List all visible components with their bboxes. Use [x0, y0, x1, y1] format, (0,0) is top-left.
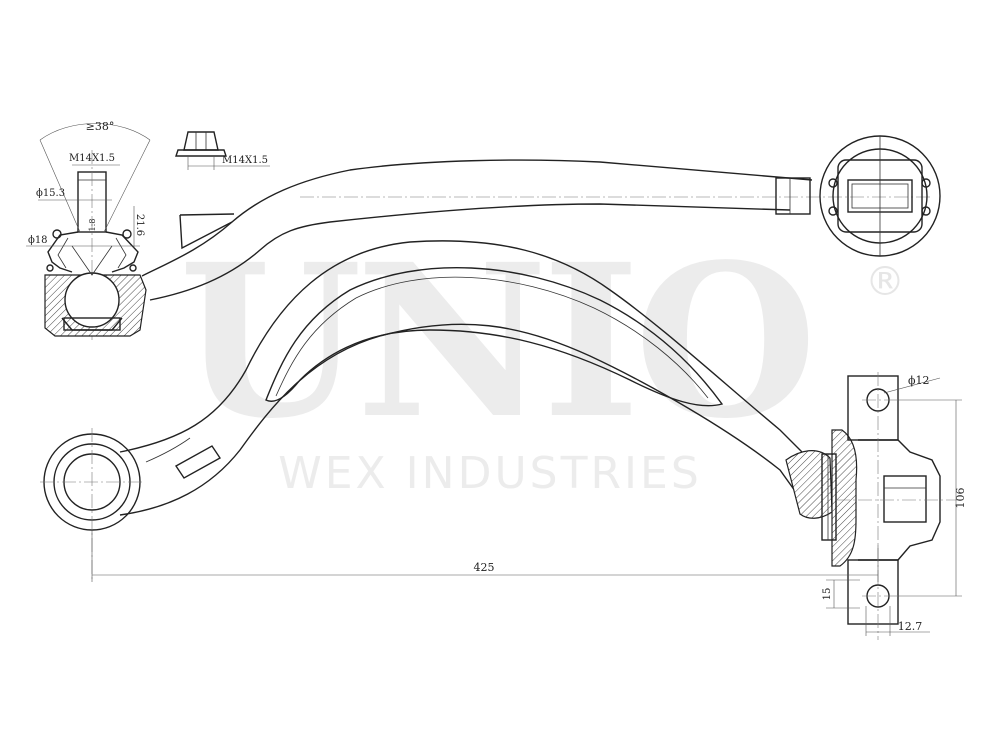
watermark-tagline: WEX INDUSTRIES [278, 448, 702, 499]
dim-taper: 1:8 [88, 219, 97, 232]
watermark-registered: ® [865, 259, 905, 305]
dim-dia-12: ϕ12 [908, 374, 930, 387]
dim-dia-15-3: ϕ15.3 [36, 188, 65, 199]
upper-arm [141, 135, 941, 301]
ball-joint-dimensions: ≥38° M14X1.5 ϕ15.3 ϕ18 1:8 21.6 [26, 120, 151, 248]
dim-angle: ≥38° [86, 120, 115, 133]
dim-425: 425 [474, 561, 495, 574]
dim-thread-nut: M14X1.5 [222, 155, 268, 166]
dim-thread-ball-joint: M14X1.5 [69, 153, 115, 164]
watermark: UNIO ® WEX INDUSTRIES [179, 218, 905, 499]
rear-bushing-section [785, 372, 960, 640]
flange-nut: M14X1.5 [175, 131, 270, 170]
dim-12-7: 12.7 [898, 620, 923, 633]
ball-joint-section [44, 150, 147, 340]
dim-dia-18: ϕ18 [28, 235, 48, 246]
lower-arm [40, 240, 811, 580]
watermark-brand: UNIO [179, 218, 811, 465]
main-dimensions: 425 106 ϕ12 15 12.7 [91, 374, 967, 636]
dim-15: 15 [822, 588, 833, 601]
dim-21-6: 21.6 [134, 214, 145, 236]
dim-106: 106 [954, 488, 967, 509]
